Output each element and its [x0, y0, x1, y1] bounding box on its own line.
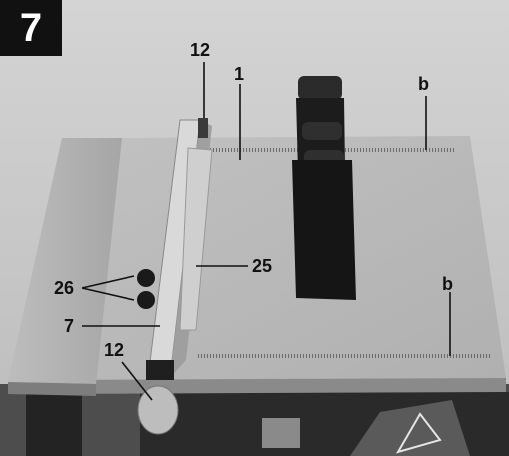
callout-12-top: 12 [190, 40, 211, 60]
callout-26: 26 [54, 278, 75, 298]
bevel-lock [262, 418, 300, 448]
callout-7: 7 [64, 316, 75, 336]
lock-knob-upper [137, 269, 155, 287]
fence-lock-lever [137, 385, 179, 435]
bevel-arrow-icon [395, 412, 442, 454]
saw-table [28, 136, 506, 380]
table-extension [8, 138, 122, 384]
fence-foot [146, 360, 174, 380]
table-insert [292, 160, 356, 300]
fence-clamp-top [198, 118, 208, 138]
callout-1: 1 [234, 64, 245, 84]
lock-knob-lower [137, 291, 155, 309]
bevel-scale [350, 400, 470, 456]
callout-25: 25 [252, 256, 273, 276]
stand-leg-left [26, 392, 82, 456]
figure-number-badge: 7 [0, 0, 62, 56]
fence-rail [179, 147, 213, 331]
callout-b-bottom: b [442, 274, 453, 294]
dust-port [298, 76, 342, 100]
callout-b-top: b [418, 74, 429, 94]
table-extension-edge [8, 382, 96, 396]
callout-12-bottom: 12 [104, 340, 125, 360]
saw-table-edge [28, 378, 506, 394]
leader-lines [81, 62, 451, 401]
